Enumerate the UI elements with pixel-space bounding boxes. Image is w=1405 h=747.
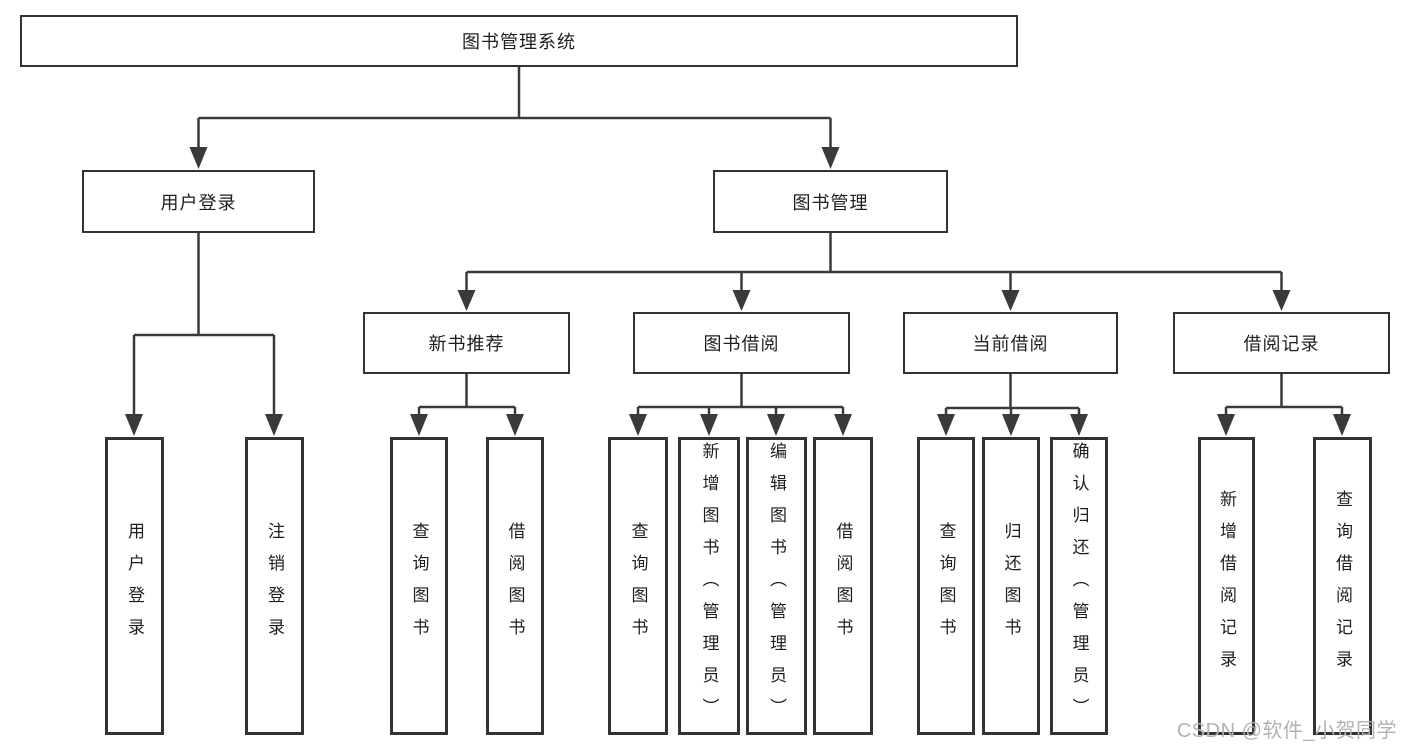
csdn-watermark: CSDN @软件_小贺同学 — [1176, 720, 1397, 742]
node-current-borrowing: 当前借阅 — [903, 312, 1118, 374]
leaf-query-borrow-record: 查询借阅记录 — [1313, 437, 1372, 735]
leaf-edit-books-admin: 编辑图书（管理员） — [746, 437, 807, 735]
leaf-borrow-books: 借阅图书 — [813, 437, 873, 735]
leaf-add-borrow-record: 新增借阅记录 — [1198, 437, 1255, 735]
leaf-borrow-books-recommend: 借阅图书 — [486, 437, 544, 735]
node-new-book-recommendation: 新书推荐 — [363, 312, 570, 374]
node-book-management: 图书管理 — [713, 170, 948, 233]
leaf-return-books: 归还图书 — [982, 437, 1040, 735]
leaf-add-books-admin: 新增图书（管理员） — [678, 437, 740, 735]
leaf-logout: 注销登录 — [245, 437, 304, 735]
node-user-login: 用户登录 — [82, 170, 315, 233]
leaf-query-books-current: 查询图书 — [917, 437, 975, 735]
node-root-library-system: 图书管理系统 — [20, 15, 1018, 67]
node-borrowing-records: 借阅记录 — [1173, 312, 1390, 374]
leaf-query-books-borrow: 查询图书 — [608, 437, 668, 735]
leaf-confirm-return-admin: 确认归还（管理员） — [1050, 437, 1108, 735]
node-book-borrowing: 图书借阅 — [633, 312, 850, 374]
leaf-query-books-recommend: 查询图书 — [390, 437, 448, 735]
leaf-user-login: 用户登录 — [105, 437, 164, 735]
